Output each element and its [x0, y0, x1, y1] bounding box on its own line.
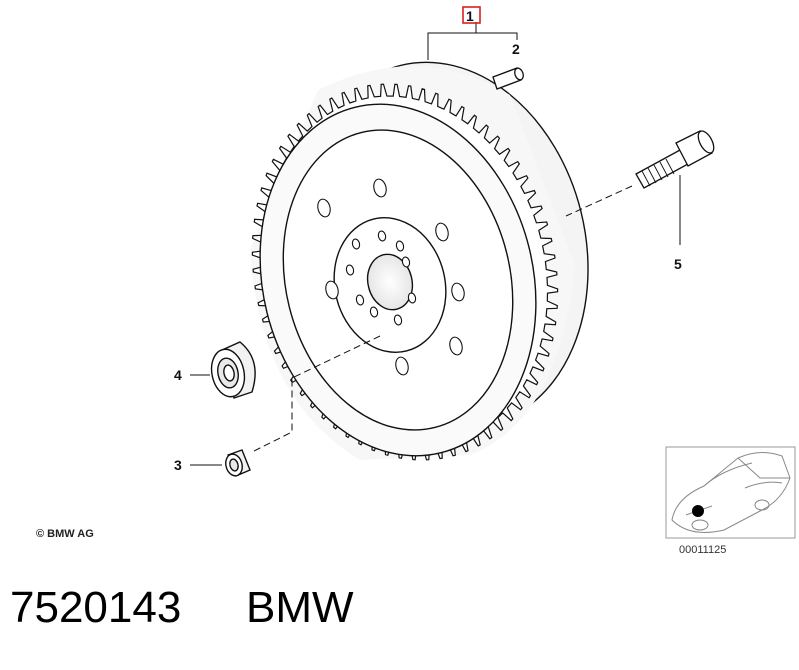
dowel-pin[interactable]: [492, 67, 525, 90]
callout-5[interactable]: 5: [674, 256, 682, 272]
inset-reference-code: 00011125: [679, 544, 726, 556]
outer-hole-5: [449, 336, 463, 356]
hub-hole-3: [395, 240, 405, 252]
hub-hole-8: [355, 294, 365, 306]
callout-4[interactable]: 4: [174, 367, 182, 383]
callout-1[interactable]: 1: [466, 8, 474, 24]
car-location-icon: [671, 452, 791, 533]
callout-3[interactable]: 3: [174, 457, 182, 473]
hub-hole-5: [407, 292, 417, 304]
hub-hole-4: [401, 256, 411, 268]
hub-hole-9: [345, 264, 355, 276]
bolt-holes: [317, 178, 465, 376]
hub-hole-6: [393, 314, 403, 326]
brand-name: BMW: [246, 583, 354, 632]
callout-1-highlight: [462, 6, 481, 24]
part-number: 7520143: [10, 583, 182, 632]
outer-hole-3: [435, 222, 449, 242]
bolt[interactable]: [635, 129, 717, 189]
outer-hole-4: [451, 282, 465, 302]
hub-hole-1: [351, 238, 361, 250]
leader-lines: [190, 22, 681, 466]
callout-2[interactable]: 2: [512, 41, 520, 57]
hub-hole-2: [377, 230, 387, 242]
ball-bearing[interactable]: [207, 341, 256, 400]
location-dot: [692, 505, 704, 517]
bushing[interactable]: [223, 449, 251, 478]
flywheel[interactable]: [224, 32, 626, 486]
outer-hole-7: [325, 280, 339, 300]
copyright-label: © BMW AG: [36, 528, 94, 540]
hub-hole-7: [369, 306, 379, 318]
vehicle-inset[interactable]: 00011125: [665, 446, 796, 556]
outer-hole-6: [395, 356, 409, 376]
outer-hole-2: [373, 178, 387, 198]
outer-hole-1: [317, 198, 331, 218]
